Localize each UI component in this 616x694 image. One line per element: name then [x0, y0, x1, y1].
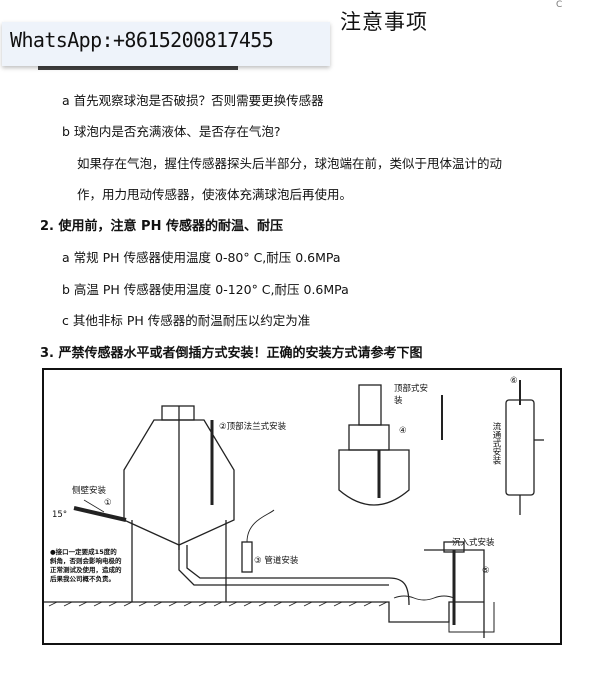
- label-n6: ⑥: [510, 376, 518, 386]
- section1-item-b: b 球泡内是否充满液体、是否存在气泡?: [62, 124, 281, 139]
- installation-drawing: [44, 380, 544, 638]
- section3-heading: 3. 严禁传感器水平或者倒插方式安装！正确的安装方式请参考下图: [40, 346, 423, 361]
- section1-paragraph-line2: 作，用力甩动传感器，使液体充满球泡后再使用。: [77, 187, 353, 202]
- label-flow-install: 流通式安装: [491, 422, 501, 465]
- warning-note: ●接口一定要成15度的斜角，否则会影响电极的正常测试及使用，造成的后果我公司概不…: [50, 548, 122, 583]
- label-n5: ⑤: [482, 566, 490, 576]
- label-angle: 15°: [52, 510, 68, 520]
- section1-paragraph-line1: 如果存在气泡，握住传感器探头后半部分，球泡端在前，类似于甩体温计的动: [77, 156, 503, 171]
- page-title: 注意事项: [340, 10, 428, 34]
- label-n4: ④: [399, 426, 407, 436]
- whatsapp-watermark: WhatsApp:+8615200817455: [2, 22, 330, 66]
- corner-mark: C: [556, 0, 563, 10]
- label-n1: ①: [104, 498, 112, 508]
- whatsapp-text: WhatsApp:+8615200817455: [10, 28, 274, 52]
- section2-item-a: a 常规 PH 传感器使用温度 0-80° C,耐压 0.6MPa: [62, 250, 341, 265]
- section2-heading: 2. 使用前，注意 PH 传感器的耐温、耐压: [40, 219, 283, 234]
- label-top-install: 顶部式安装: [394, 384, 429, 406]
- installation-diagram: 侧壁安装 ① 15° ②顶部法兰式安装 顶部式安装 ④ ⑥ 流通式安装 ③ 管道…: [42, 368, 562, 645]
- section1-item-a: a 首先观察球泡是否破损？否则需要更换传感器: [62, 93, 324, 108]
- section2-item-b: b 高温 PH 传感器使用温度 0-120° C,耐压 0.6MPa: [62, 282, 349, 297]
- label-immersion-install: 沉入式安装: [452, 538, 495, 548]
- label-pipe-install: ③ 管道安装: [254, 556, 299, 566]
- section2-item-c: c 其他非标 PH 传感器的耐温耐压以约定为准: [62, 313, 311, 328]
- label-flange-install: ②顶部法兰式安装: [219, 422, 287, 432]
- label-side-install: 侧壁安装: [72, 486, 107, 496]
